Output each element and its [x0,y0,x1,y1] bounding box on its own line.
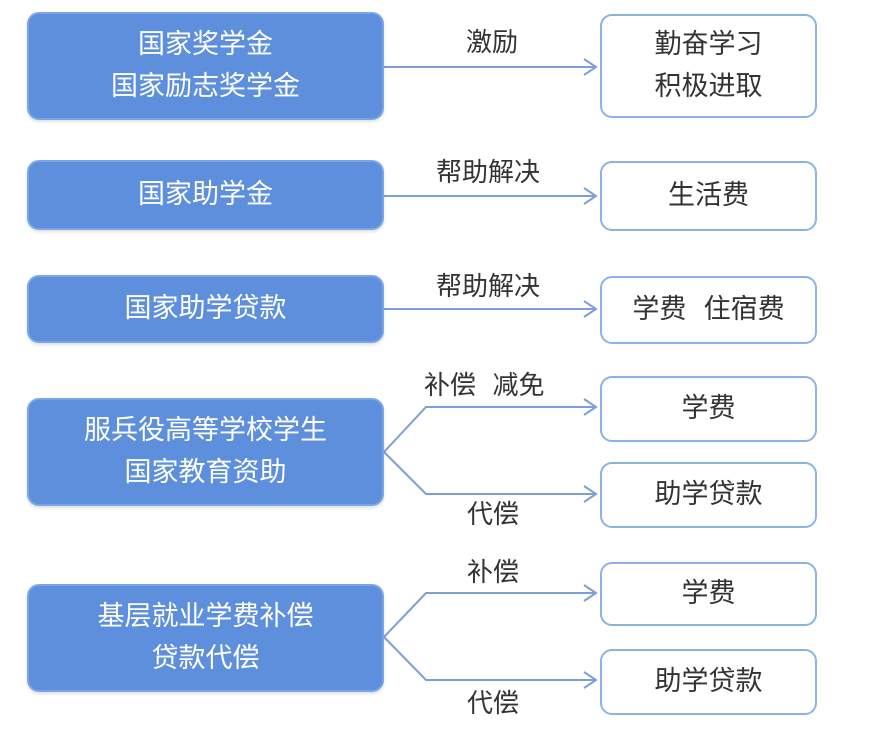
source-line: 国家助学贷款 [124,293,287,324]
target-line: 助学贷款 [654,666,763,697]
source-line: 国家奖学金 [138,29,273,60]
arrowhead-row5-upper [583,584,598,602]
source-line: 国家助学金 [138,179,273,210]
source-box-grassroots-employment: 基层就业学费补偿 贷款代偿 [27,584,384,692]
arrow-label: 代偿 [467,689,520,719]
target-box: 生活费 [600,161,817,231]
arrowhead-row4-upper [583,398,598,416]
source-box-national-scholarship: 国家奖学金 国家励志奖学金 [27,12,384,120]
arrowhead-row5-lower [583,671,598,689]
arrow-row5-lower [383,636,596,681]
target-box: 勤奋学习 积极进取 [600,14,817,118]
arrow-row5-upper [383,592,596,638]
target-box: 助学贷款 [600,649,817,715]
arrow-label: 帮助解决 [436,272,541,302]
source-line: 服兵役高等学校学生 [84,415,327,446]
arrow-label: 补偿 [467,558,520,588]
source-line: 国家教育资助 [124,457,287,488]
target-line: 学费 [681,393,736,424]
arrowhead-row2 [583,187,598,205]
arrow-row4-upper [383,406,596,453]
arrow-label: 帮助解决 [436,158,541,188]
target-line: 积极进取 [654,71,763,102]
target-line: 生活费 [668,180,749,211]
arrowhead-row1 [583,58,598,76]
arrow-label: 代偿 [467,500,520,530]
arrowhead-row3 [583,300,598,318]
target-box: 学费 [600,376,817,442]
target-line: 学费 [681,578,736,609]
target-line: 学费 住宿费 [632,294,785,325]
source-box-national-grant: 国家助学金 [27,160,384,230]
source-line: 贷款代偿 [151,643,260,674]
target-line: 勤奋学习 [654,29,763,60]
source-box-national-loan: 国家助学贷款 [27,275,384,343]
source-box-military-service: 服兵役高等学校学生 国家教育资助 [27,398,384,506]
arrow-label: 激励 [466,28,519,58]
target-line: 助学贷款 [654,479,763,510]
target-box: 学费 住宿费 [600,276,817,344]
target-box: 助学贷款 [600,462,817,528]
arrow-row4-lower [383,451,596,495]
source-line: 国家励志奖学金 [111,71,300,102]
arrowhead-row4-lower [583,485,598,503]
target-box: 学费 [600,562,817,626]
source-line: 基层就业学费补偿 [97,601,314,632]
arrow-label: 补偿 减免 [424,371,545,401]
